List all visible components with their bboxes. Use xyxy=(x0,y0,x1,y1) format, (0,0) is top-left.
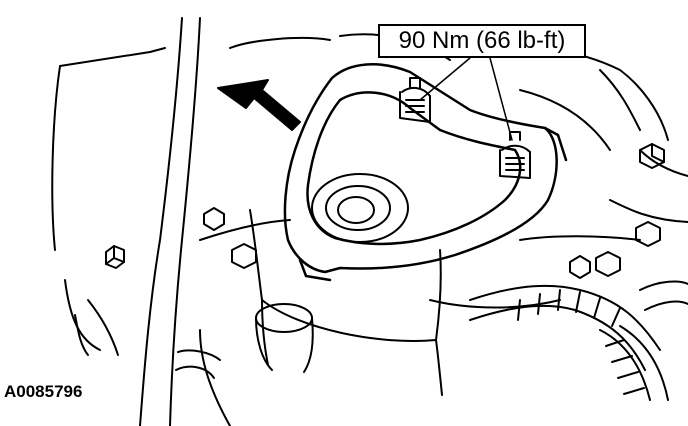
torque-callout-label: 90 Nm (66 lb-ft) xyxy=(378,24,586,58)
bolts-right xyxy=(203,143,665,279)
engine-mount-bracket xyxy=(283,63,568,282)
pointer-arrow xyxy=(217,79,301,131)
stud-bolt-right xyxy=(499,131,531,179)
bolt-left xyxy=(105,245,125,269)
engine-block xyxy=(199,33,688,309)
callout-leaders xyxy=(419,57,513,141)
figure-id: A0085796 xyxy=(4,382,83,401)
stud-bolt-left xyxy=(399,77,431,123)
mount-isolator xyxy=(175,209,443,426)
corrugated-hoses xyxy=(469,280,688,401)
frame-rail xyxy=(139,17,201,426)
mount-boss xyxy=(311,173,409,243)
background-panel xyxy=(51,47,166,356)
